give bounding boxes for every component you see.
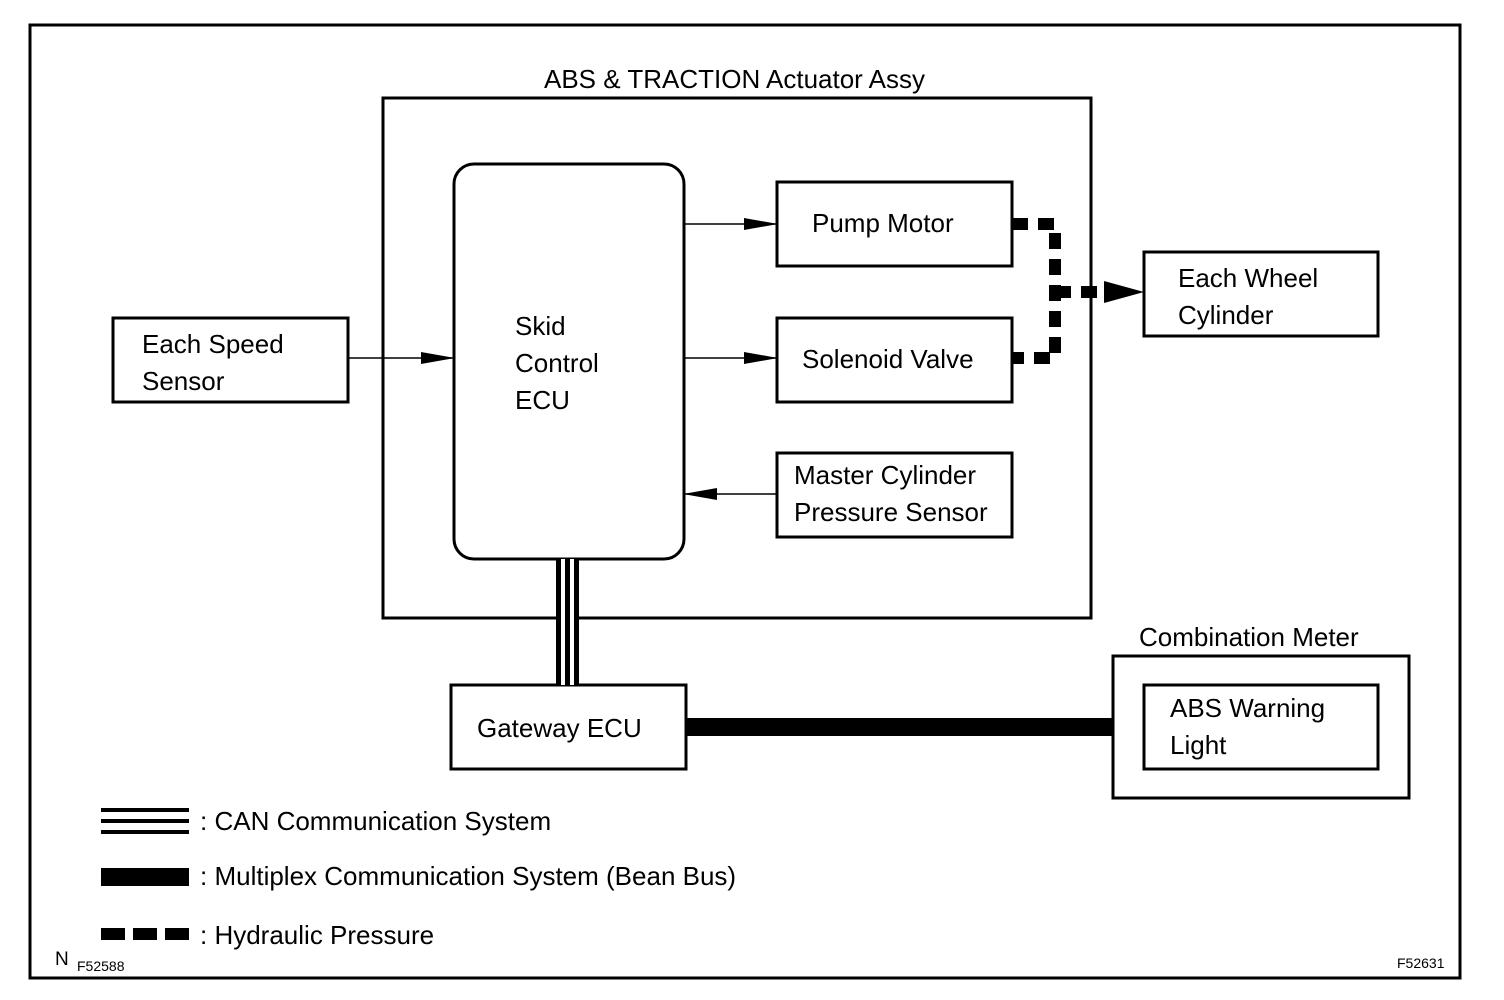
- abs-warning-light-box: [1142, 683, 1380, 771]
- footer-right-code: F52631: [1397, 955, 1445, 971]
- wheel-cylinder-label-2: Cylinder: [1178, 300, 1274, 330]
- footer-left-code: F52588: [77, 958, 125, 974]
- speed-sensor-box: [111, 316, 350, 404]
- legend-hydraulic-symbol: [101, 928, 189, 940]
- abs-warning-label-2: Light: [1170, 730, 1227, 760]
- hydraulic-pressure-lines: [1012, 218, 1144, 364]
- skid-ecu-label-3: ECU: [515, 385, 570, 415]
- legend-hydraulic-label: : Hydraulic Pressure: [200, 920, 435, 950]
- pump-motor-label: Pump Motor: [812, 208, 954, 238]
- outer-frame: [28, 23, 1462, 980]
- legend-can-label: : CAN Communication System: [200, 806, 552, 836]
- actuator-assy-title: ABS & TRACTION Actuator Assy: [544, 64, 925, 94]
- gateway-ecu-label: Gateway ECU: [477, 713, 642, 743]
- skid-ecu-label-1: Skid: [515, 311, 566, 341]
- bean-bus-line: [686, 718, 1113, 736]
- master-cylinder-label-2: Pressure Sensor: [794, 497, 988, 527]
- legend-multiplex-symbol: [101, 868, 189, 886]
- speed-sensor-label-1: Each Speed: [142, 329, 284, 359]
- legend-can-symbol: [101, 808, 189, 834]
- wheel-cylinder-box: [1142, 250, 1380, 338]
- skid-ecu-label-2: Control: [515, 348, 599, 378]
- master-cylinder-label-1: Master Cylinder: [794, 460, 977, 490]
- combination-meter-box: [1111, 654, 1411, 800]
- combination-meter-title: Combination Meter: [1139, 622, 1359, 652]
- legend-multiplex-label: : Multiplex Communication System (Bean B…: [200, 861, 737, 891]
- footer-n-letter: N: [55, 949, 69, 970]
- abs-warning-label-1: ABS Warning: [1170, 693, 1326, 723]
- can-bus-line: [556, 559, 579, 685]
- master-cylinder-box: [775, 451, 1014, 539]
- speed-sensor-label-2: Sensor: [142, 366, 225, 396]
- wheel-cylinder-label-1: Each Wheel: [1178, 263, 1319, 293]
- solenoid-valve-label: Solenoid Valve: [802, 344, 974, 374]
